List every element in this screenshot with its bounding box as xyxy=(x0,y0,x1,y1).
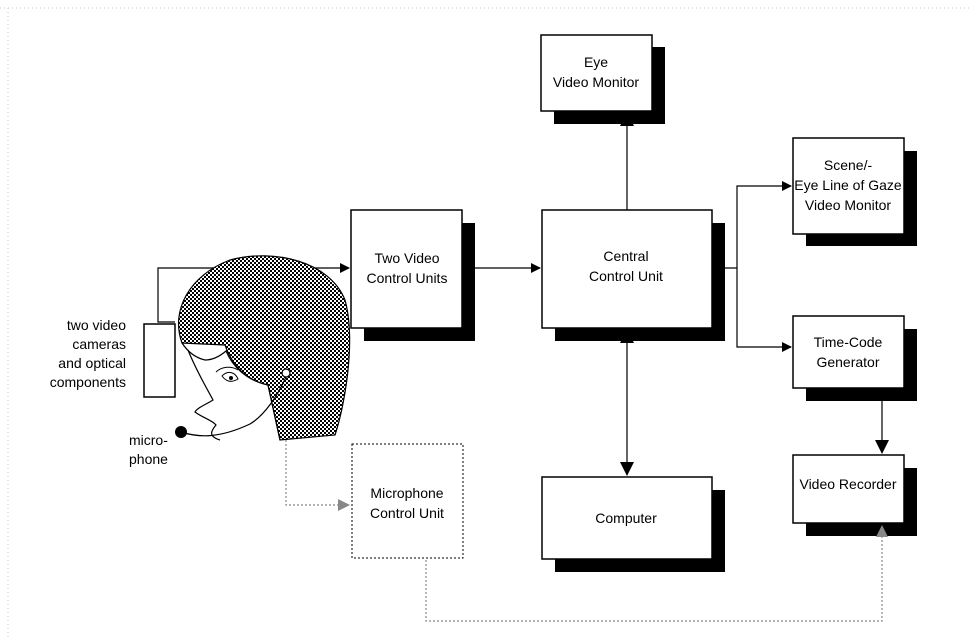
scene-video-monitor-label-line: Eye Line of Gaze xyxy=(794,177,902,193)
video-control-units-label-line: Two Video xyxy=(374,250,439,266)
central-control-unit-box xyxy=(541,209,713,329)
video-recorder-label: Video Recorder xyxy=(799,476,896,492)
computer-box xyxy=(541,476,713,560)
central-control-unit-label-line: Control Unit xyxy=(589,268,663,284)
cameras-label-line: cameras xyxy=(72,336,126,352)
eye-video-monitor-label-line: Video Monitor xyxy=(553,74,639,90)
central-control-unit-label-line: Central xyxy=(603,248,648,264)
camera-device xyxy=(143,323,176,398)
cameras-label: two video cameras and optical components xyxy=(50,317,126,390)
timecode-generator-label-line: Time-Code xyxy=(814,334,883,350)
cameras-label-line: and optical xyxy=(58,355,126,371)
microphone-label-line: phone xyxy=(129,451,168,467)
eye-video-monitor-box xyxy=(540,34,653,112)
head-illustration xyxy=(175,255,351,441)
video-control-units-label-line: Control Units xyxy=(367,270,448,286)
microphone-label-line: micro- xyxy=(129,432,168,448)
microphone-icon xyxy=(175,426,187,438)
video-recorder-label-line: Video Recorder xyxy=(799,476,896,492)
scene-video-monitor-label-line: Video Monitor xyxy=(805,197,891,213)
video-recorder-box xyxy=(792,454,905,524)
timecode-generator-label-line: Generator xyxy=(816,354,879,370)
scene-video-monitor-box xyxy=(792,137,905,235)
computer-label-line: Computer xyxy=(595,510,657,526)
computer-label: Computer xyxy=(595,510,657,526)
cameras-label-line: two video xyxy=(67,317,126,333)
scene-video-monitor-label-line: Scene/- xyxy=(824,157,873,173)
video-control-units-box xyxy=(350,209,463,329)
cameras-label-line: components xyxy=(50,374,126,390)
microphone-control-unit-label-line: Control Unit xyxy=(370,505,444,521)
microphone-control-unit-box xyxy=(351,443,464,559)
eye-video-monitor-label-line: Eye xyxy=(584,54,608,70)
timecode-generator-box xyxy=(792,315,905,389)
microphone-label: micro-phone xyxy=(129,432,168,467)
microphone-control-unit-label-line: Microphone xyxy=(370,485,443,501)
